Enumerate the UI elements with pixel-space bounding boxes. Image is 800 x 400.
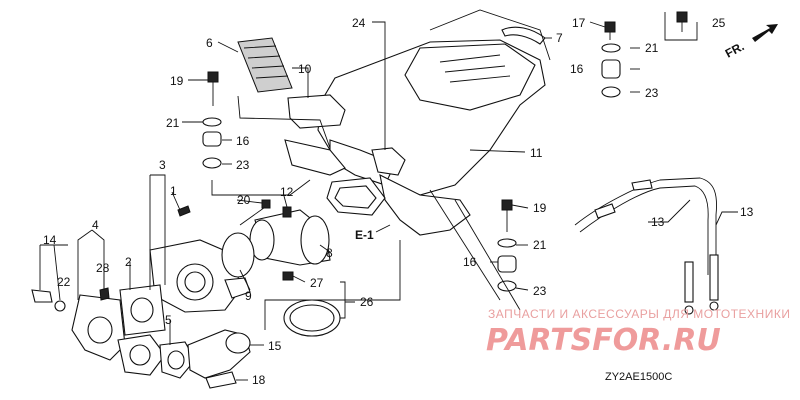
hose-clamp-26 [282, 271, 341, 337]
throttle-body [71, 199, 271, 379]
part-label: 23 [533, 284, 547, 298]
watermark-caption: ЗАПЧАСТИ И АКСЕССУАРЫ ДЛЯ МОТОТЕХНИКИ [488, 307, 790, 321]
part-label: 3 [159, 158, 166, 172]
part-label: 25 [712, 16, 726, 30]
part-label: 2 [125, 255, 132, 269]
part-label: 21 [645, 41, 659, 55]
part-label: 15 [268, 339, 282, 353]
watermark: ЗАПЧАСТИ И АКСЕССУАРЫ ДЛЯ МОТОТЕХНИКИ PA… [486, 307, 790, 358]
grommet-stack-upper-right [601, 11, 688, 98]
front-direction-arrow: FR. [723, 24, 778, 61]
part-label: 14 [43, 233, 57, 247]
intake-temp-sensor [31, 289, 66, 312]
part-label: 8 [326, 246, 333, 260]
part-label: 16 [463, 255, 477, 269]
part-number-labels: 24 6 7 10 17 21 16 23 25 19 21 16 23 11 … [43, 16, 754, 387]
part-label: 9 [245, 289, 252, 303]
part-label: 21 [166, 116, 180, 130]
part-label: 26 [360, 295, 374, 309]
part-label: 16 [236, 134, 250, 148]
intake-duct [221, 206, 331, 278]
part-label: 27 [310, 276, 324, 290]
part-label: 7 [556, 31, 563, 45]
part-label: 13 [651, 215, 665, 229]
part-label: 16 [570, 62, 584, 76]
part-label: 19 [533, 201, 547, 215]
part-label: 13 [740, 205, 754, 219]
part-label: 5 [165, 313, 172, 327]
part-label: 19 [170, 74, 184, 88]
part-label: 21 [533, 238, 547, 252]
intake-elbow [187, 329, 251, 389]
part-label: 12 [280, 185, 294, 199]
part-label: 22 [57, 275, 71, 289]
part-label: 23 [236, 158, 250, 172]
part-label: 10 [298, 62, 312, 76]
section-reference-e1: E-1 [355, 228, 374, 242]
air-filter-element [237, 37, 293, 93]
leader-lines [39, 9, 738, 381]
part-label: 17 [572, 16, 586, 30]
throttle-cables [574, 177, 719, 315]
grommet-stack-lower-right [497, 199, 517, 292]
part-label: 11 [530, 146, 543, 160]
part-label: 23 [645, 86, 659, 100]
part-label: 4 [92, 218, 99, 232]
front-arrow-label: FR. [723, 39, 747, 60]
part-label: 20 [237, 193, 251, 207]
air-cleaner-housing [284, 39, 546, 236]
part-label: 6 [206, 36, 213, 50]
part-label: 24 [352, 16, 366, 30]
breather-hose [501, 26, 546, 45]
diagram-code: ZY2AE1500C [605, 371, 672, 383]
watermark-logo: PARTSFOR.RU [486, 323, 721, 358]
part-label: 1 [170, 184, 177, 198]
grommet-stack-left [202, 71, 222, 169]
part-label: 28 [96, 261, 110, 275]
part-label: 18 [252, 373, 266, 387]
